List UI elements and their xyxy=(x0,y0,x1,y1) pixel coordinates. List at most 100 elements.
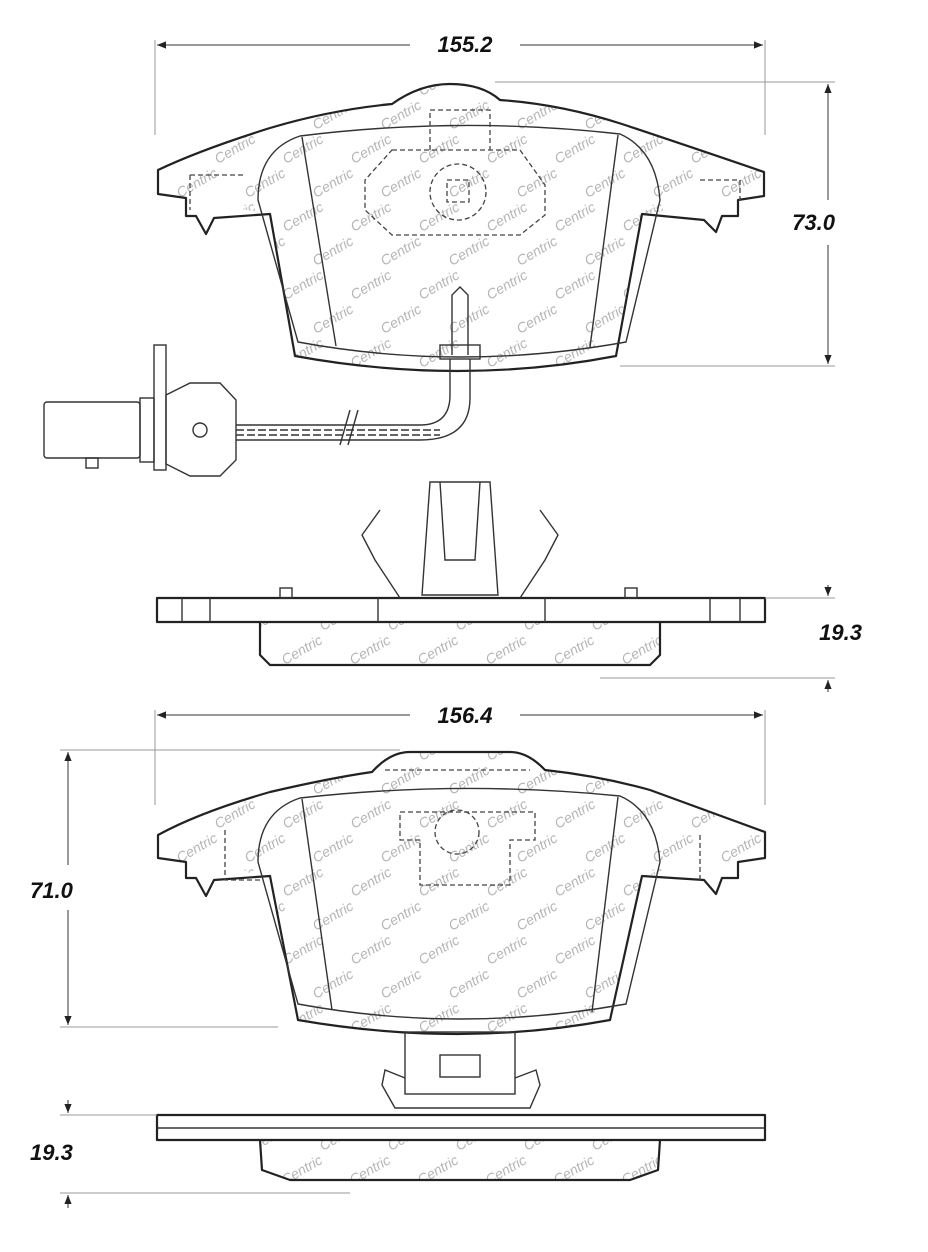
watermark-text: Centric xyxy=(280,335,326,371)
watermark-text: Centric xyxy=(378,165,424,201)
watermark-text: Centric xyxy=(174,97,220,133)
watermark-text: Centric xyxy=(718,898,764,934)
top-pad-width-label: 155.2 xyxy=(437,32,493,57)
watermark-text: Centric xyxy=(416,63,462,99)
watermark-text: Centric xyxy=(521,1118,567,1154)
watermark-text: Centric xyxy=(718,301,764,337)
watermark-text: Centric xyxy=(756,267,802,303)
watermark-text: Centric xyxy=(144,796,190,832)
watermark-text: Centric xyxy=(212,131,258,167)
watermark-text: Centric xyxy=(310,301,356,337)
watermark-text: Centric xyxy=(212,932,258,968)
watermark-text: Centric xyxy=(446,966,492,1002)
watermark-text: Centric xyxy=(212,864,258,900)
watermark-text: Centric xyxy=(348,796,394,832)
watermark-text: Centric xyxy=(348,932,394,968)
watermark-text: Centric xyxy=(446,762,492,798)
watermark-text: Centric xyxy=(619,632,665,668)
watermark-text: Centric xyxy=(483,632,529,668)
watermark-text: Centric xyxy=(310,966,356,1002)
watermark-text: Centric xyxy=(551,1152,597,1188)
bottom-pad-thickness-label: 19.3 xyxy=(30,1140,73,1165)
top-pad-height-label: 73.0 xyxy=(792,210,836,235)
watermark-text: Centric xyxy=(650,301,696,337)
watermark-text: Centric xyxy=(249,1118,295,1154)
watermark-text: Centric xyxy=(144,335,190,371)
watermark-text: Centric xyxy=(657,1118,703,1154)
top-pad-thickness-dimension: 19.3 xyxy=(600,585,862,692)
watermark-text: Centric xyxy=(514,966,560,1002)
watermark-text: Centric xyxy=(650,830,696,866)
watermark-text: Centric xyxy=(174,898,220,934)
watermark-text: Centric xyxy=(552,796,598,832)
watermark-text: Centric xyxy=(416,199,462,235)
watermark-text: Centric xyxy=(688,864,734,900)
watermark-text: Centric xyxy=(484,728,530,764)
watermark-text: Centric xyxy=(174,966,220,1002)
watermark-text: Centric xyxy=(620,63,666,99)
watermark-text: Centric xyxy=(416,796,462,832)
watermark-text: Centric xyxy=(552,728,598,764)
watermark-text: Centric xyxy=(650,966,696,1002)
watermark-text: Centric xyxy=(310,165,356,201)
watermark-text: Centric xyxy=(249,598,295,634)
top-pad-side-view xyxy=(155,481,767,667)
watermark-text: Centric xyxy=(212,796,258,832)
watermark-text: Centric xyxy=(317,1118,363,1154)
watermark-text: Centric xyxy=(317,598,363,634)
bottom-pad-width-label: 156.4 xyxy=(437,703,492,728)
watermark-text: Centric xyxy=(756,932,802,968)
watermark-text: Centric xyxy=(552,199,598,235)
top-pad-thickness-label: 19.3 xyxy=(819,620,862,645)
watermark-text: Centric xyxy=(446,233,492,269)
watermark-text: Centric xyxy=(484,199,530,235)
watermark-text: Centric xyxy=(280,728,326,764)
watermark-text: Centric xyxy=(416,267,462,303)
watermark-text: Centric xyxy=(483,1152,529,1188)
watermark-text: Centric xyxy=(718,762,764,798)
watermark-text: Centric xyxy=(552,63,598,99)
watermark-text: Centric xyxy=(589,598,635,634)
watermark-text: Centric xyxy=(657,598,703,634)
watermark-text: Centric xyxy=(280,864,326,900)
watermark-text: Centric xyxy=(242,830,288,866)
watermark-text: Centric xyxy=(144,267,190,303)
bottom-pad-height-label: 71.0 xyxy=(30,878,74,903)
watermark-text: Centric xyxy=(310,97,356,133)
watermark-text: Centric xyxy=(688,796,734,832)
watermark-text: Centric xyxy=(756,131,802,167)
watermark-text: Centric xyxy=(174,233,220,269)
watermark-text: Centric xyxy=(144,864,190,900)
watermark-text: Centric xyxy=(378,233,424,269)
watermark-text: Centric xyxy=(756,63,802,99)
watermark-text: Centric xyxy=(144,199,190,235)
watermark-text: Centric xyxy=(688,932,734,968)
watermark-text: Centric xyxy=(650,165,696,201)
watermark-text: Centric xyxy=(347,1152,393,1188)
watermark-text: Centric xyxy=(484,335,530,371)
watermark-text: Centric xyxy=(212,728,258,764)
watermark-text: Centric xyxy=(650,898,696,934)
watermark-text: Centric xyxy=(416,335,462,371)
watermark-text: Centric xyxy=(310,233,356,269)
top-pad-height-dimension: 73.0 xyxy=(495,81,836,367)
watermark-text: Centric xyxy=(144,728,190,764)
watermark-text: Centric xyxy=(348,63,394,99)
watermark-text: Centric xyxy=(552,932,598,968)
watermark-text: Centric xyxy=(279,632,325,668)
watermark-text: Centric xyxy=(174,301,220,337)
watermark-text: Centric xyxy=(242,301,288,337)
watermark-text: Centric xyxy=(385,598,431,634)
watermark-text: Centric xyxy=(415,632,461,668)
watermark-text: Centric xyxy=(688,267,734,303)
watermark-text: Centric xyxy=(446,97,492,133)
watermark-text: Centric xyxy=(144,131,190,167)
watermark-text: Centric xyxy=(756,728,802,764)
watermark-text: Centric xyxy=(347,632,393,668)
watermark-text: Centric xyxy=(582,830,628,866)
watermark-text: Centric xyxy=(552,864,598,900)
watermark-text: Centric xyxy=(514,165,560,201)
watermark-text: Centric xyxy=(650,233,696,269)
